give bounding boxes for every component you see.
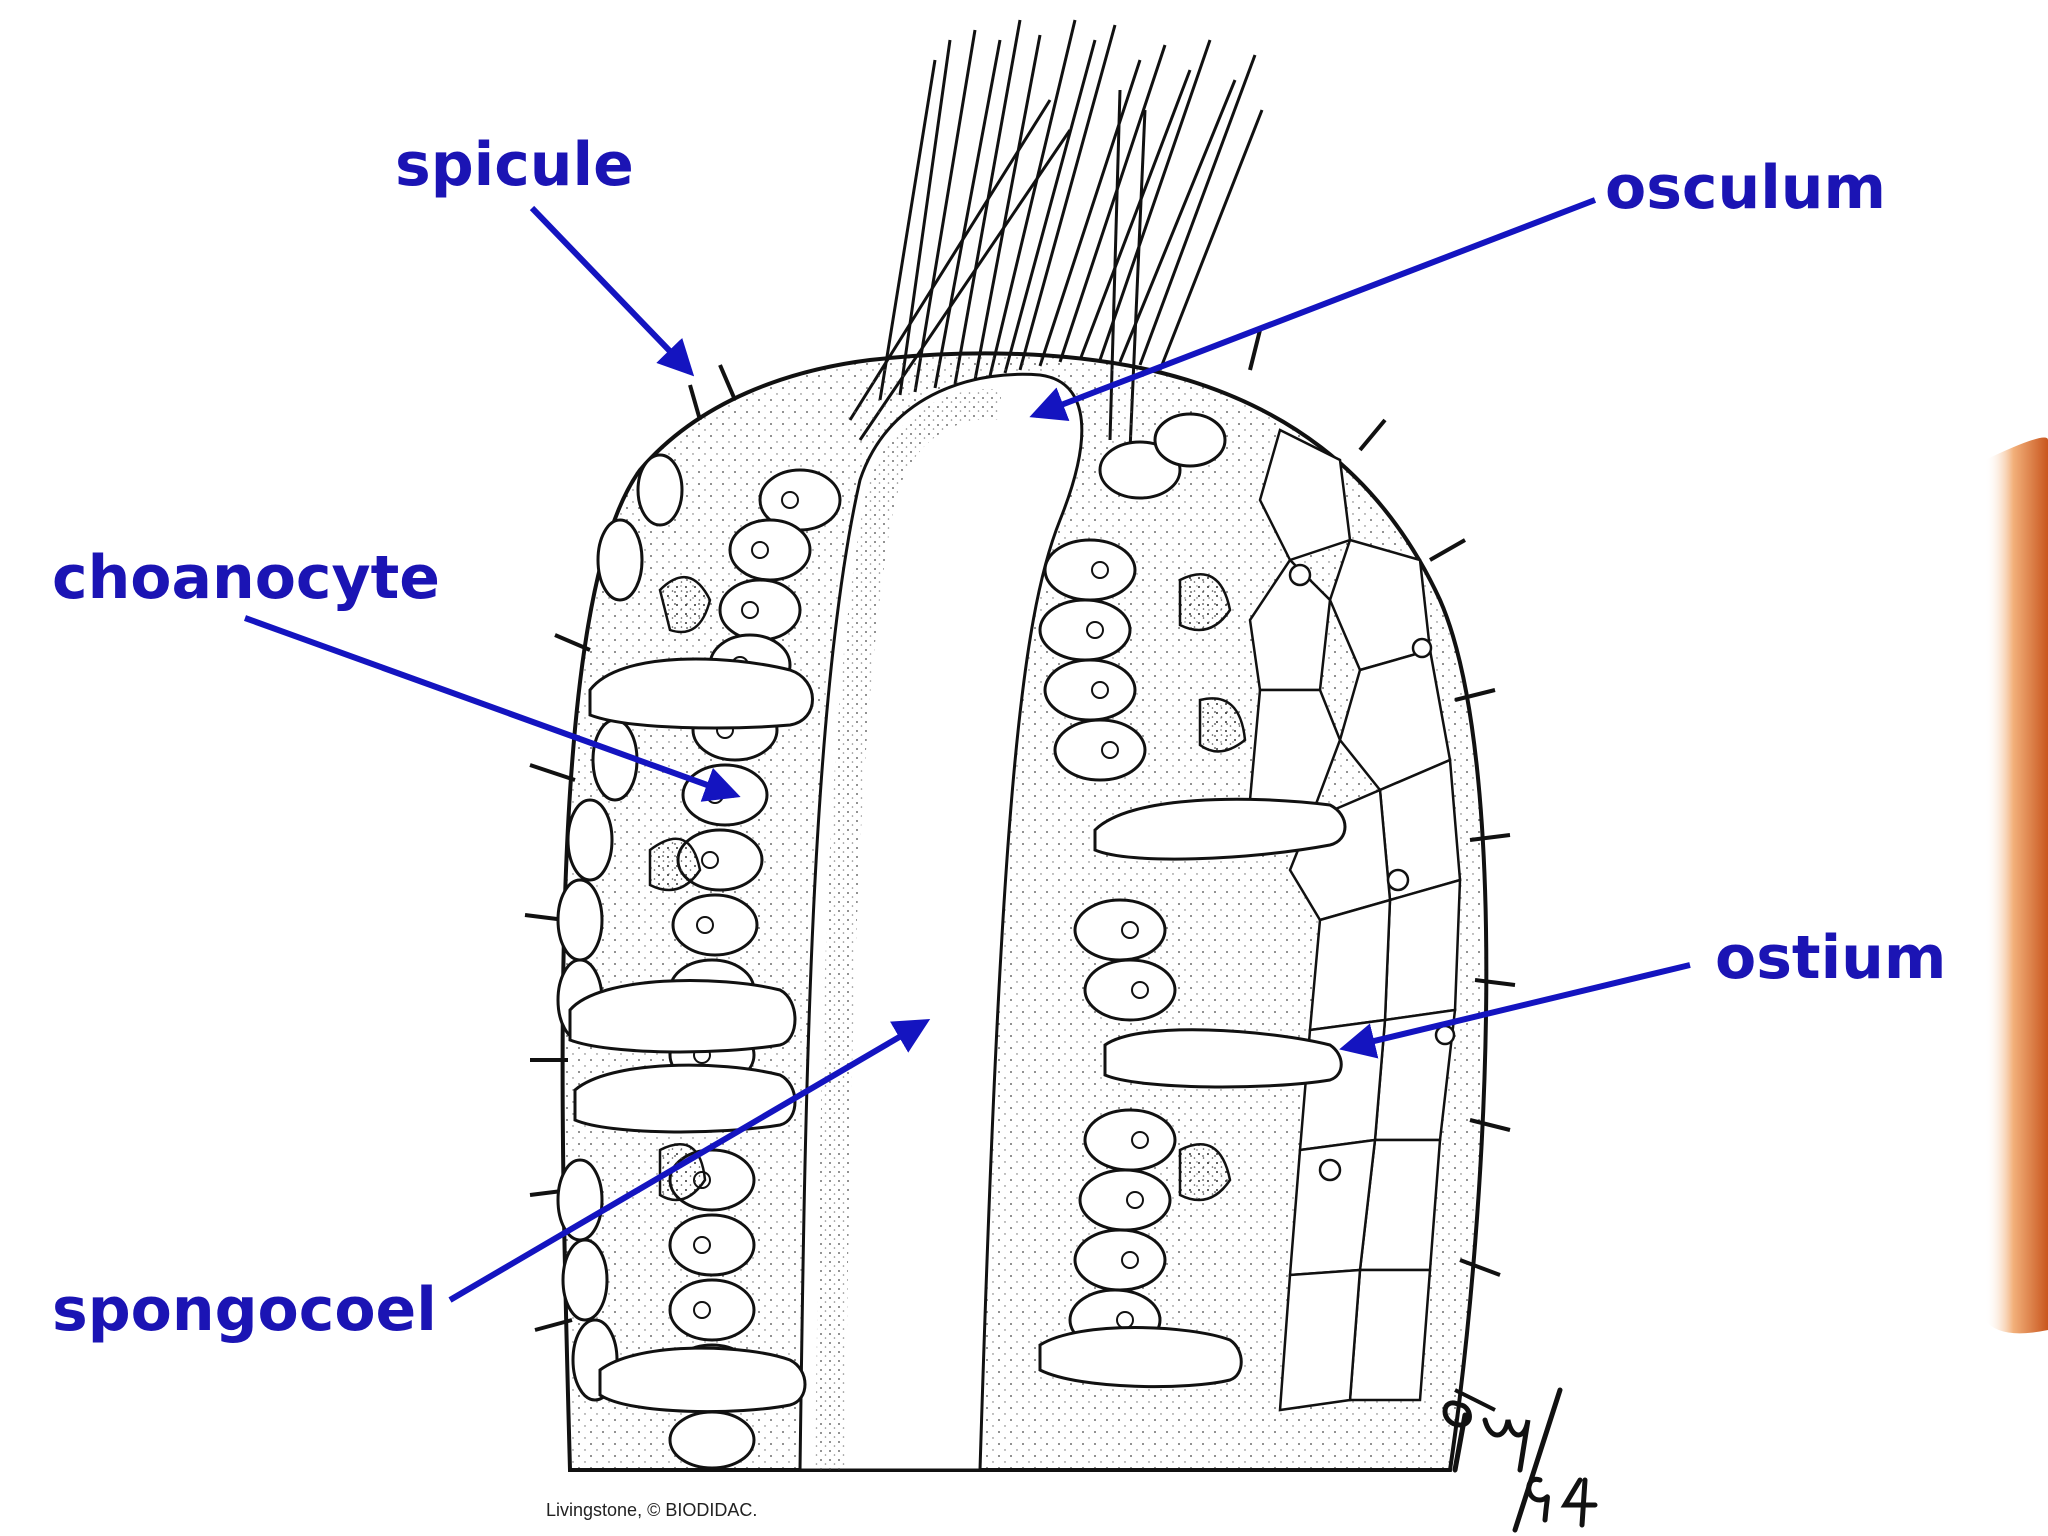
ostium-canals-left — [568, 657, 814, 1414]
label-choanocyte: choanocyte — [52, 543, 440, 613]
amoebocytes — [648, 573, 1247, 1202]
label-spicule: spicule — [395, 130, 634, 200]
image-credit: Livingstone, © BIODIDAC. — [546, 1500, 758, 1520]
wall-spicules — [524, 329, 1516, 1412]
osculum-spicule-tuft — [848, 19, 1264, 451]
arrow-spicule — [529, 205, 695, 377]
edge-glow-decoration — [1985, 437, 2048, 1334]
porocyte-circles — [1288, 563, 1456, 1182]
choanocyte-nuclei-right — [1086, 561, 1149, 1329]
arrow-osculum — [1029, 197, 1597, 422]
label-osculum: osculum — [1605, 153, 1887, 223]
label-arrows — [243, 197, 1691, 1303]
label-spongocoel: spongocoel — [52, 1275, 437, 1345]
ostium-canals-right — [1038, 797, 1347, 1389]
signature — [1442, 1387, 1598, 1533]
arrow-spongocoel — [448, 1018, 931, 1303]
arrow-choanocyte — [243, 615, 741, 802]
spongocoel-stipple-edge — [815, 389, 1002, 1471]
label-ostium: ostium — [1715, 923, 1947, 993]
choanocytes-right — [1038, 412, 1227, 1352]
arrow-ostium — [1339, 962, 1691, 1059]
